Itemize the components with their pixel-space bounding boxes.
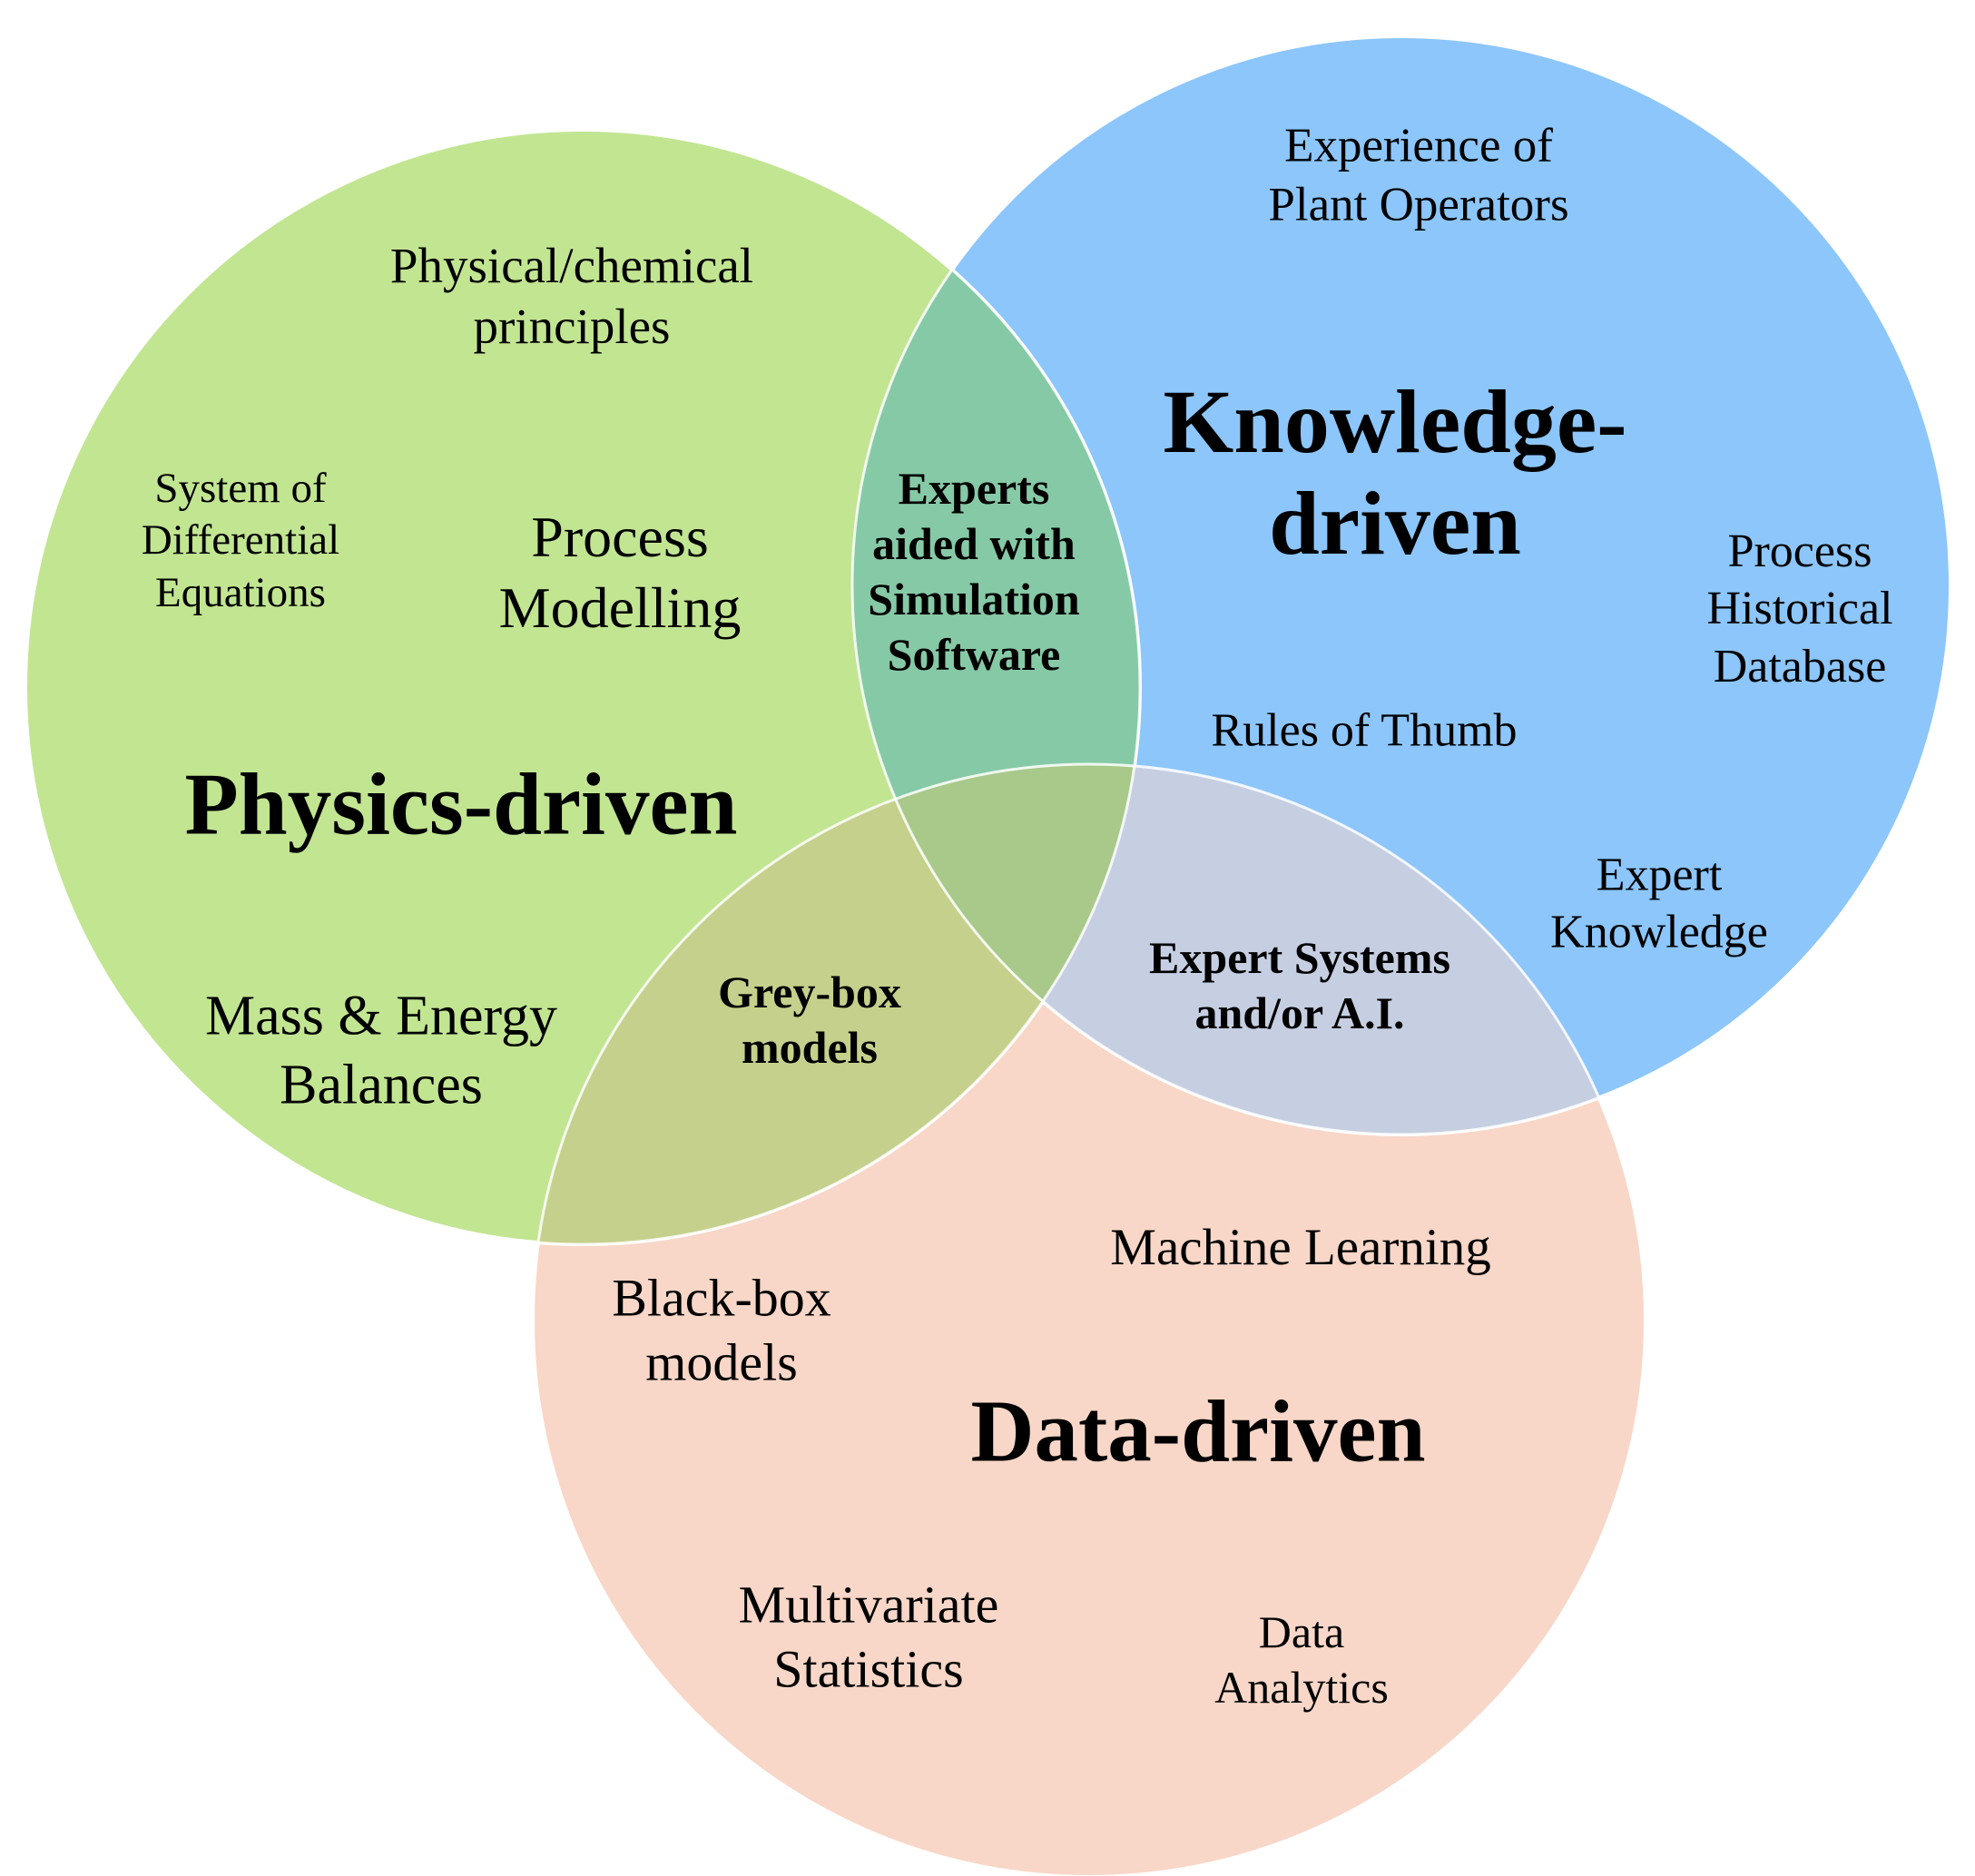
data-driven-title: Data-driven: [970, 1382, 1426, 1480]
knowledge-circle-outline: [850, 34, 1952, 1136]
process-historical-database-label: Process Historical Database: [1706, 525, 1893, 692]
machine-learning-label: Machine Learning: [1110, 1219, 1491, 1277]
knowledge-driven-title: Knowledge- driven: [1163, 371, 1627, 574]
mass-energy-balances-label: Mass & Energy Balances: [204, 985, 558, 1115]
physics-circle-outline: [24, 128, 1142, 1246]
plant-operators-experience-label: Experience of Plant Operators: [1268, 119, 1569, 231]
expert-knowledge-label: Expert Knowledge: [1550, 849, 1768, 958]
physics-data-overlap-region: [533, 764, 1140, 1244]
multivariate-statistics-label: Multivariate Statistics: [738, 1575, 999, 1698]
data-circle-outline: [531, 762, 1647, 1876]
grey-box-models-overlap-label: Grey-box models: [718, 967, 901, 1073]
experts-simulation-overlap-label: Experts aided with Simulation Software: [868, 463, 1080, 680]
black-box-models-label: Black-box models: [612, 1268, 831, 1391]
expert-systems-ai-overlap-label: Expert Systems and/or A.I.: [1149, 932, 1450, 1038]
process-modelling-label: Process Modelling: [498, 504, 742, 640]
data-analytics-label: Data Analytics: [1214, 1606, 1389, 1713]
differential-equations-label: System of Differential Equations: [141, 465, 340, 616]
rules-of-thumb-label: Rules of Thumb: [1211, 704, 1518, 757]
knowledge-data-overlap-region: [852, 764, 1646, 1134]
physics-driven-title: Physics-driven: [184, 755, 738, 853]
physical-chemical-principles-label: Physical/chemical principles: [389, 237, 754, 354]
